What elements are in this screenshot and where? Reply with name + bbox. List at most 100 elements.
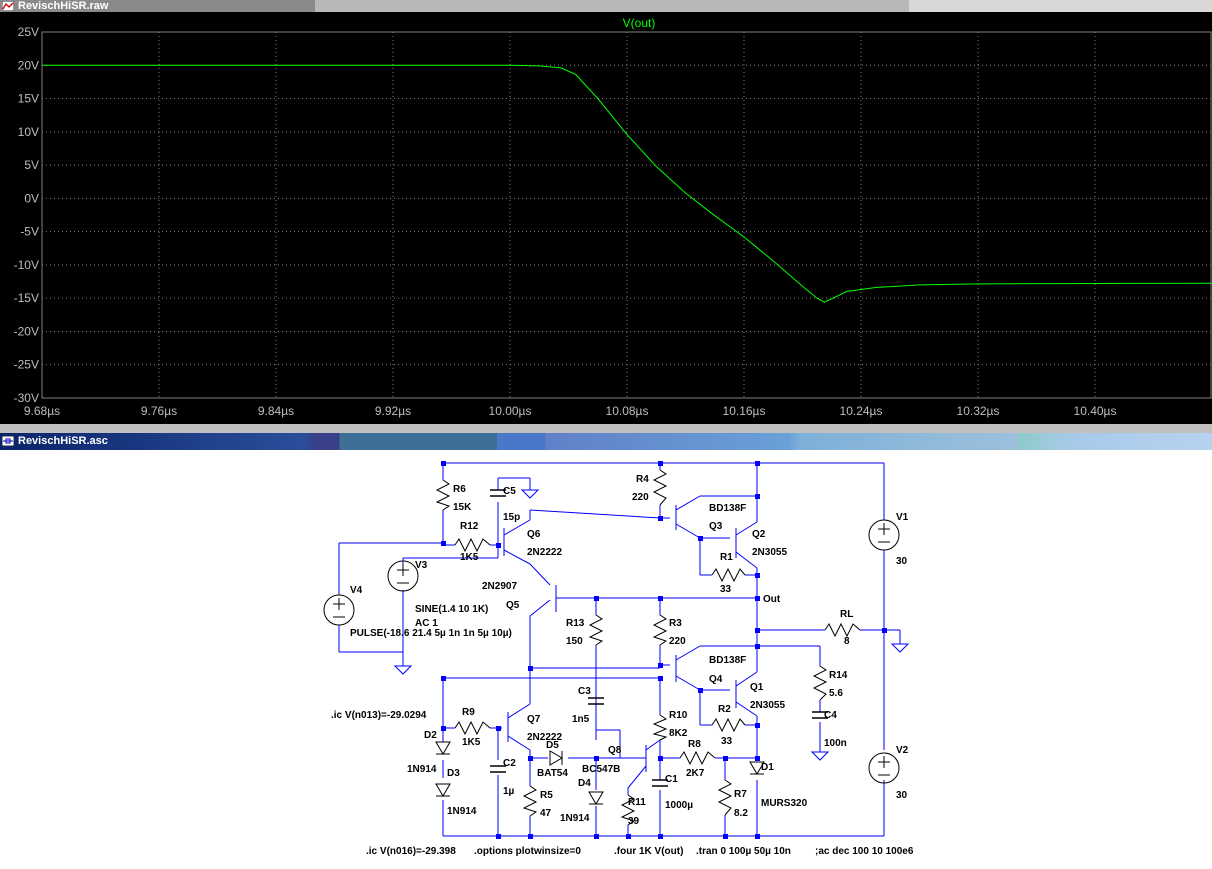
- label-r3: R3: [669, 618, 682, 629]
- y-tick-label: -20V: [14, 324, 39, 338]
- x-tick-label: 10.24µs: [840, 404, 883, 418]
- resistor-symbols: [435, 469, 861, 826]
- value-v2: 30: [896, 790, 908, 801]
- y-tick-label: -5V: [20, 225, 39, 239]
- label-r9: R9: [462, 707, 475, 718]
- model-q7: 2N2222: [527, 732, 562, 743]
- voltage-source-symbols: [323, 519, 900, 784]
- junction-dots: [441, 461, 887, 839]
- value-r12: 1K5: [460, 552, 479, 563]
- x-tick-label: 10.00µs: [489, 404, 532, 418]
- value-r6: 15K: [453, 502, 472, 513]
- label-q7: Q7: [527, 714, 541, 725]
- label-r6: R6: [453, 484, 466, 495]
- label-d1: D1: [761, 762, 774, 773]
- x-tick-label: 9.76µs: [141, 404, 177, 418]
- directive-tran: .tran 0 100µ 50µ 10n: [696, 846, 791, 857]
- value-c2: 1µ: [503, 786, 515, 797]
- label-q1: Q1: [750, 682, 764, 693]
- directive-ic1: .ic V(n013)=-29.0294: [331, 710, 427, 721]
- schematic-titlebar[interactable]: RevischHiSR.asc: [0, 433, 1212, 450]
- y-tick-label: 10V: [18, 125, 39, 139]
- model-q1: 2N3055: [750, 700, 785, 711]
- value-r10: 8K2: [669, 728, 688, 739]
- x-tick-label: 10.16µs: [723, 404, 766, 418]
- directive-four: .four 1K V(out): [614, 846, 683, 857]
- label-d4: D4: [578, 778, 591, 789]
- model-d1: MURS320: [761, 798, 808, 809]
- label-d2: D2: [424, 730, 437, 741]
- model-q4: BD138F: [709, 655, 746, 666]
- value-r7: 8.2: [734, 808, 748, 819]
- label-v3: V3: [415, 560, 428, 571]
- value-c5: 15p: [503, 512, 520, 523]
- label-r13: R13: [566, 618, 585, 629]
- schematic-canvas[interactable]: R6 15K C5 15p R4 220 BD138F Q3 Q2 2N3055…: [0, 450, 1212, 864]
- label-c2: C2: [503, 758, 516, 769]
- value-c4: 100n: [824, 738, 847, 749]
- value-r3: 220: [669, 636, 686, 647]
- waveform-window-title: RevischHiSR.raw: [18, 0, 109, 12]
- label-q6: Q6: [527, 529, 541, 540]
- value-r4: 220: [632, 492, 649, 503]
- label-r8: R8: [688, 739, 701, 750]
- diode-symbols: [435, 741, 765, 805]
- model-q5: 2N2907: [482, 581, 517, 592]
- y-tick-label: 0V: [24, 191, 39, 205]
- model-q3: BD138F: [709, 503, 746, 514]
- model-d4: 1N914: [560, 813, 590, 824]
- label-v4: V4: [350, 585, 363, 596]
- waveform-titlebar[interactable]: RevischHiSR.raw: [0, 0, 1212, 12]
- label-d3: D3: [447, 768, 460, 779]
- label-q8: Q8: [608, 745, 622, 756]
- label-v1: V1: [896, 512, 909, 523]
- y-tick-label: 25V: [18, 25, 39, 39]
- label-c5: C5: [503, 486, 516, 497]
- vout-trace[interactable]: [42, 64, 1212, 303]
- value-r1: 33: [720, 584, 732, 595]
- plot-frame: [41, 31, 1212, 399]
- net-label-out: Out: [763, 594, 781, 605]
- y-tick-label: 15V: [18, 92, 39, 106]
- y-tick-label: -30V: [14, 391, 39, 405]
- value-v4: PULSE(-18.6 21.4 5µ 1n 1n 5µ 10µ): [350, 628, 512, 639]
- y-tick-label: -15V: [14, 291, 39, 305]
- directive-options: .options plotwinsize=0: [474, 846, 581, 857]
- label-r12: R12: [460, 521, 479, 532]
- value-rl: 8: [844, 636, 850, 647]
- value-c1: 1000µ: [665, 800, 693, 811]
- window-separator[interactable]: [0, 424, 1212, 433]
- label-q5: Q5: [506, 600, 520, 611]
- x-tick-label: 10.32µs: [957, 404, 1000, 418]
- y-tick-label: 5V: [24, 158, 39, 172]
- model-d5: BAT54: [537, 768, 568, 779]
- model-q6: 2N2222: [527, 547, 562, 558]
- value-r2: 33: [721, 736, 733, 747]
- value-r5: 47: [540, 808, 552, 819]
- trace-title[interactable]: V(out): [623, 16, 656, 30]
- value-r8: 2K7: [686, 768, 705, 779]
- x-tick-label: 10.08µs: [606, 404, 649, 418]
- label-q2: Q2: [752, 529, 766, 540]
- value-c3: 1n5: [572, 714, 590, 725]
- label-v2: V2: [896, 745, 909, 756]
- label-rl: RL: [840, 609, 853, 620]
- label-d5: D5: [546, 740, 559, 751]
- x-tick-label: 10.40µs: [1074, 404, 1117, 418]
- x-tick-label: 9.68µs: [24, 404, 60, 418]
- waveform-svg[interactable]: V(out) 25V20V15V10V5V0V-5V-10V-15V-20V-2…: [0, 12, 1212, 424]
- label-r14: R14: [829, 670, 848, 681]
- label-r1: R1: [720, 552, 733, 563]
- label-r5: R5: [540, 790, 553, 801]
- value-r14: 5.6: [829, 688, 843, 699]
- value2-v3: AC 1: [415, 618, 438, 629]
- schematic-svg[interactable]: R6 15K C5 15p R4 220 BD138F Q3 Q2 2N3055…: [0, 450, 1212, 864]
- label-r7: R7: [734, 789, 747, 800]
- x-tick-label: 9.84µs: [258, 404, 294, 418]
- schematic-window-title: RevischHiSR.asc: [18, 435, 108, 447]
- model-d3: 1N914: [447, 806, 477, 817]
- directive-ic2: .ic V(n016)=-29.398: [366, 846, 456, 857]
